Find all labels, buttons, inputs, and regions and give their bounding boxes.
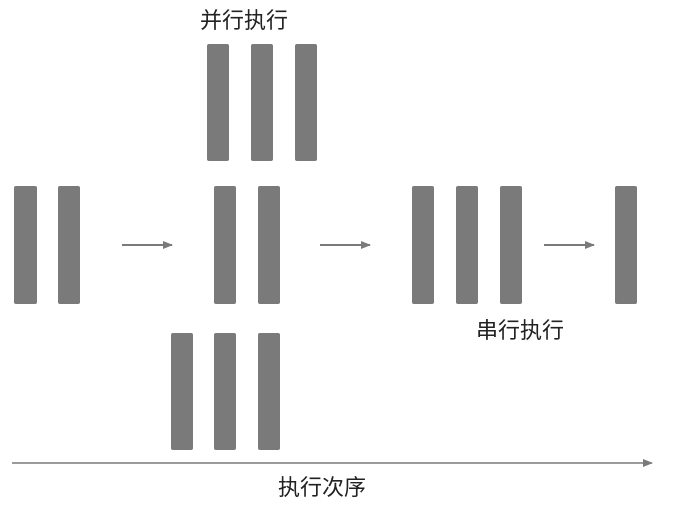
task-bar-middle-1 — [214, 186, 236, 304]
task-bar-parallel-top-1 — [207, 44, 229, 161]
task-bar-parallel-bottom-3 — [258, 333, 280, 450]
task-bar-serial-2 — [456, 186, 478, 304]
task-bar-serial-3 — [500, 186, 522, 304]
task-bar-parallel-bottom-2 — [214, 333, 236, 450]
serial-execution-label: 串行执行 — [476, 319, 564, 344]
task-bar-parallel-top-3 — [295, 44, 317, 161]
execution-order-label: 执行次序 — [278, 476, 366, 501]
task-bar-start-1 — [14, 186, 37, 304]
parallel-execution-label-top: 并行执行 — [200, 9, 288, 34]
task-bar-serial-1 — [412, 186, 434, 304]
task-bar-start-2 — [58, 186, 80, 304]
task-bar-parallel-top-2 — [251, 44, 273, 161]
task-bar-final — [615, 186, 637, 304]
task-bar-parallel-bottom-1 — [171, 333, 193, 450]
task-bar-middle-2 — [258, 186, 280, 304]
